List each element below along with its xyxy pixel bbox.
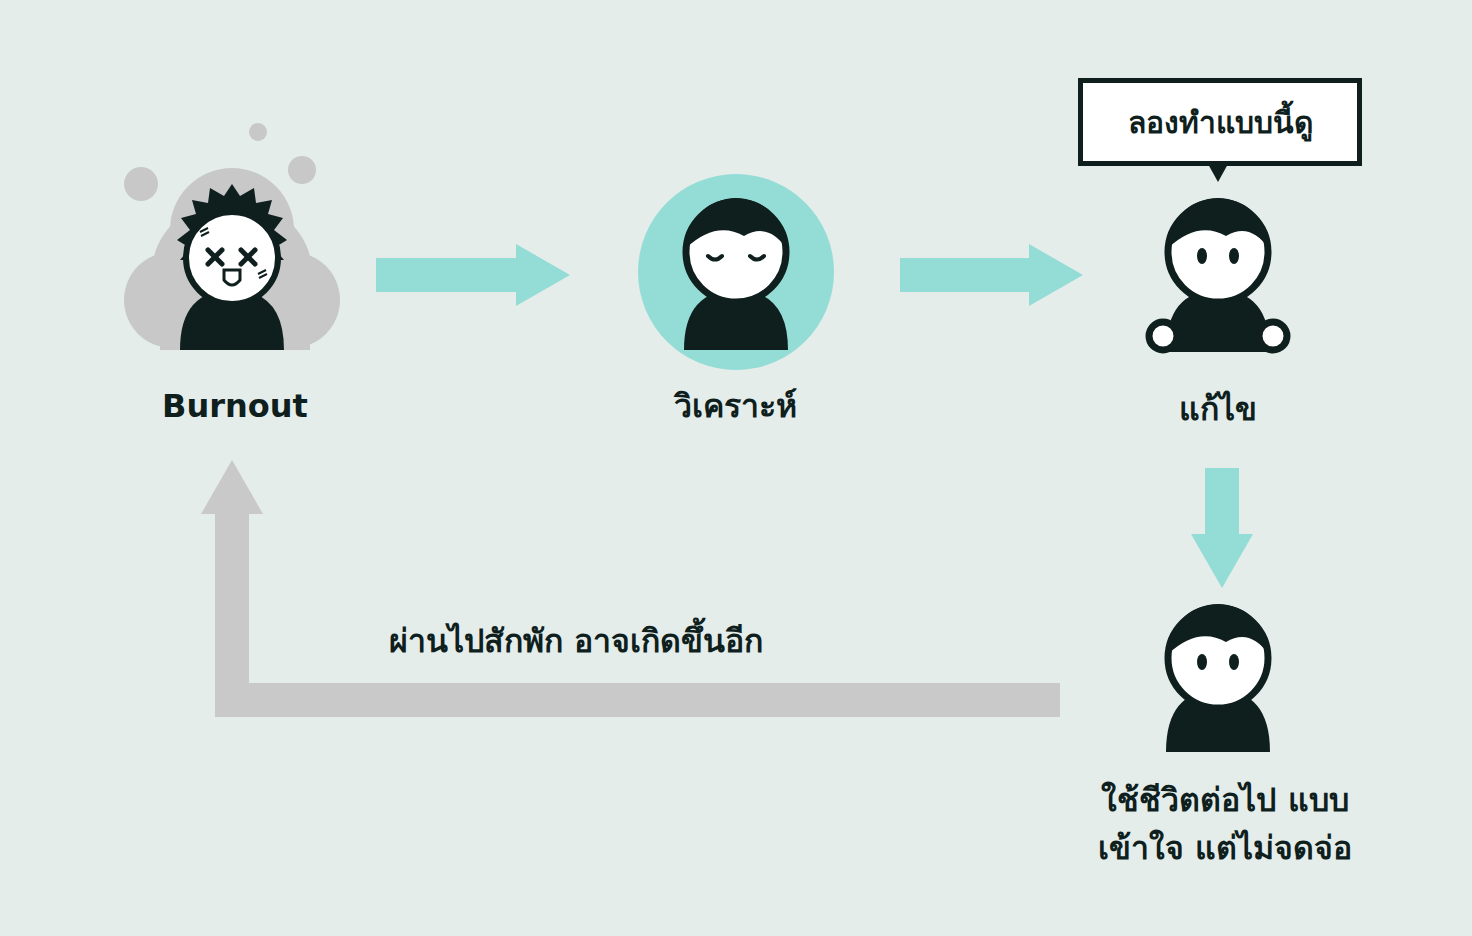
live-figure: [1166, 604, 1270, 752]
return-arrow: [201, 460, 1060, 700]
analyse-figure: [638, 174, 834, 370]
speech-bubble: ลองทำแบบนี้ดู: [1078, 78, 1362, 166]
flow-arrow: [1191, 468, 1253, 588]
speech-text: ลองทำแบบนี้ดู: [1083, 100, 1357, 145]
analyse-node: วิเคราะห์: [570, 170, 900, 440]
node-label: แก้ไข: [1083, 385, 1353, 433]
fix-node: แก้ไข: [1083, 190, 1353, 468]
burnout-node: Burnout: [94, 120, 376, 460]
live-node: ใช้ชีวิตต่อไป แบบเข้าใจ แต่ไม่จดจ่อ: [1060, 588, 1390, 888]
burnout-figure: [124, 123, 340, 350]
node-label: ใช้ชีวิตต่อไป แบบเข้าใจ แต่ไม่จดจ่อ: [1060, 776, 1390, 872]
node-label: วิเคราะห์: [570, 382, 900, 430]
node-label: Burnout: [94, 382, 376, 430]
flow-arrow: [900, 244, 1083, 306]
flow-arrow: [376, 244, 570, 306]
fix-figure: [1149, 164, 1287, 352]
edge-label: ผ่านไปสักพัก อาจเกิดขึ้นอีก: [389, 617, 763, 665]
